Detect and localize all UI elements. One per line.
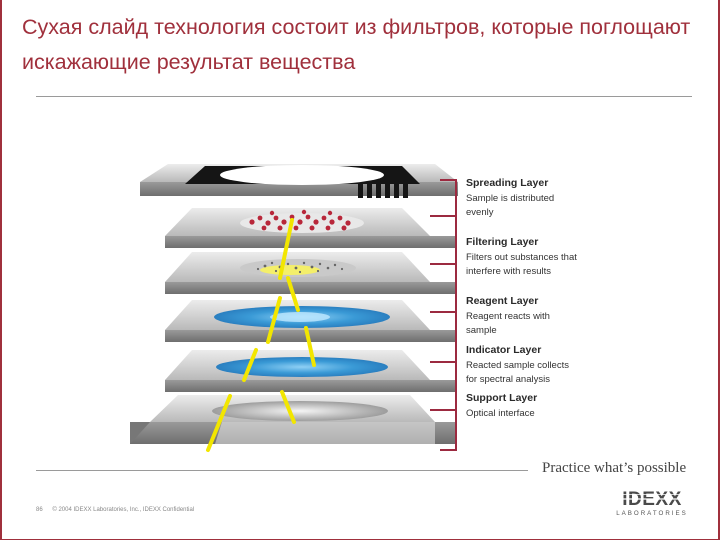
- light-beams: [206, 218, 316, 452]
- idexx-logo: IDEXX LABORATORIES: [616, 489, 688, 517]
- svg-text:Optical interface: Optical interface: [466, 408, 535, 419]
- svg-text:Support Layer: Support Layer: [466, 392, 537, 404]
- svg-text:Reagent reacts with: Reagent reacts with: [466, 311, 550, 322]
- reagent-layer-plate: [165, 300, 455, 342]
- indicator-layer-plate: [165, 350, 455, 392]
- footer-divider: [36, 470, 528, 471]
- svg-text:sample: sample: [466, 325, 497, 336]
- slide-number: 86: [36, 507, 43, 513]
- svg-text:Indicator Layer: Indicator Layer: [466, 344, 541, 356]
- tagline: Practice what’s possible: [542, 460, 687, 476]
- svg-text:Sample is distributed: Sample is distributed: [466, 193, 554, 204]
- svg-text:interfere with results: interfere with results: [466, 266, 551, 277]
- title-divider: [36, 96, 692, 97]
- svg-text:evenly: evenly: [466, 207, 494, 218]
- svg-text:Filtering Layer: Filtering Layer: [466, 236, 538, 248]
- svg-text:Reacted sample collects: Reacted sample collects: [466, 360, 569, 371]
- copyright-text: © 2004 IDEXX Laboratories, Inc., IDEXX C…: [52, 507, 195, 513]
- optical-window-disc: [212, 401, 388, 421]
- svg-text:for spectral analysis: for spectral analysis: [466, 374, 550, 385]
- layer-label-reagent: Reagent Layer Reagent reacts with sample: [466, 295, 550, 336]
- layer-label-indicator: Indicator Layer Reacted sample collects …: [466, 344, 569, 385]
- label-connectors: [430, 179, 457, 451]
- support-layer-plate: [130, 395, 455, 444]
- filtering-layer-plate: [165, 252, 455, 294]
- layer-label-support: Support Layer Optical interface: [466, 392, 537, 419]
- svg-text:Reagent Layer: Reagent Layer: [466, 295, 538, 307]
- layer-label-spreading: Spreading Layer Sample is distributed ev…: [466, 177, 554, 218]
- frame-right-border: [718, 0, 720, 540]
- top-cover-plate: [140, 164, 458, 198]
- svg-text:Filters out substances that: Filters out substances that: [466, 252, 577, 263]
- spreading-filter-plate: [165, 208, 455, 248]
- frame-left-border: [0, 0, 2, 540]
- slide-title: Сухая слайд технология состоит из фильтр…: [22, 15, 691, 74]
- footer-text: 86 © 2004 IDEXX Laboratories, Inc., IDEX…: [36, 507, 202, 513]
- layer-label-filtering: Filtering Layer Filters out substances t…: [466, 236, 577, 277]
- dry-slide-layers-figure: Spreading Layer Sample is distributed ev…: [130, 160, 610, 455]
- svg-text:Spreading Layer: Spreading Layer: [466, 177, 548, 189]
- indicator-blue-spot: [216, 357, 388, 377]
- layers-diagram: Spreading Layer Sample is distributed ev…: [130, 164, 577, 452]
- logo-subtitle: LABORATORIES: [616, 510, 688, 517]
